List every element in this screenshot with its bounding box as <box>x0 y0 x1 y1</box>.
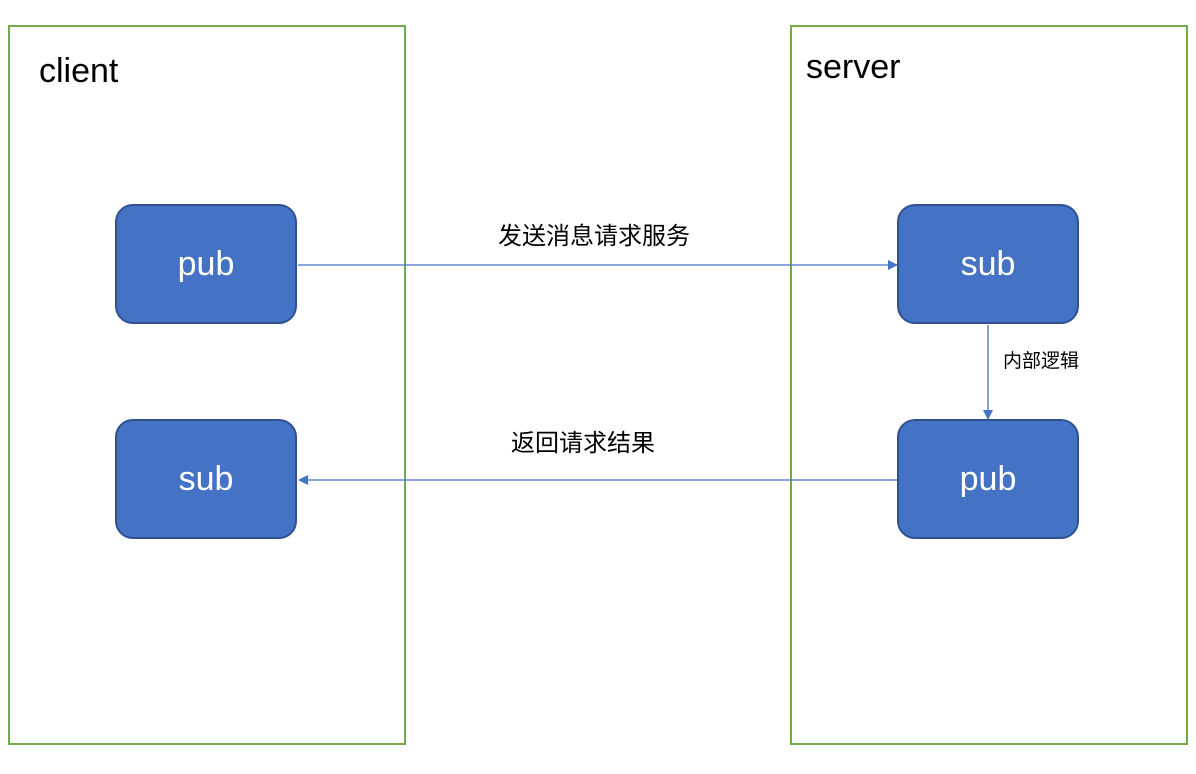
server-title: server <box>806 48 901 86</box>
server-pub-node: pub <box>897 419 1079 539</box>
client-pub-label: pub <box>177 245 235 283</box>
client-container: client <box>8 25 406 745</box>
client-sub-label: sub <box>178 460 234 498</box>
request-label: 发送消息请求服务 <box>498 222 690 250</box>
server-sub-label: sub <box>960 245 1016 283</box>
response-label: 返回请求结果 <box>511 429 655 457</box>
client-pub-node: pub <box>115 204 297 324</box>
server-pub-label: pub <box>959 460 1017 498</box>
internal-label: 内部逻辑 <box>1003 350 1080 372</box>
client-sub-node: sub <box>115 419 297 539</box>
client-title: client <box>39 52 119 90</box>
server-sub-node: sub <box>897 204 1079 324</box>
server-container: server <box>790 25 1188 745</box>
